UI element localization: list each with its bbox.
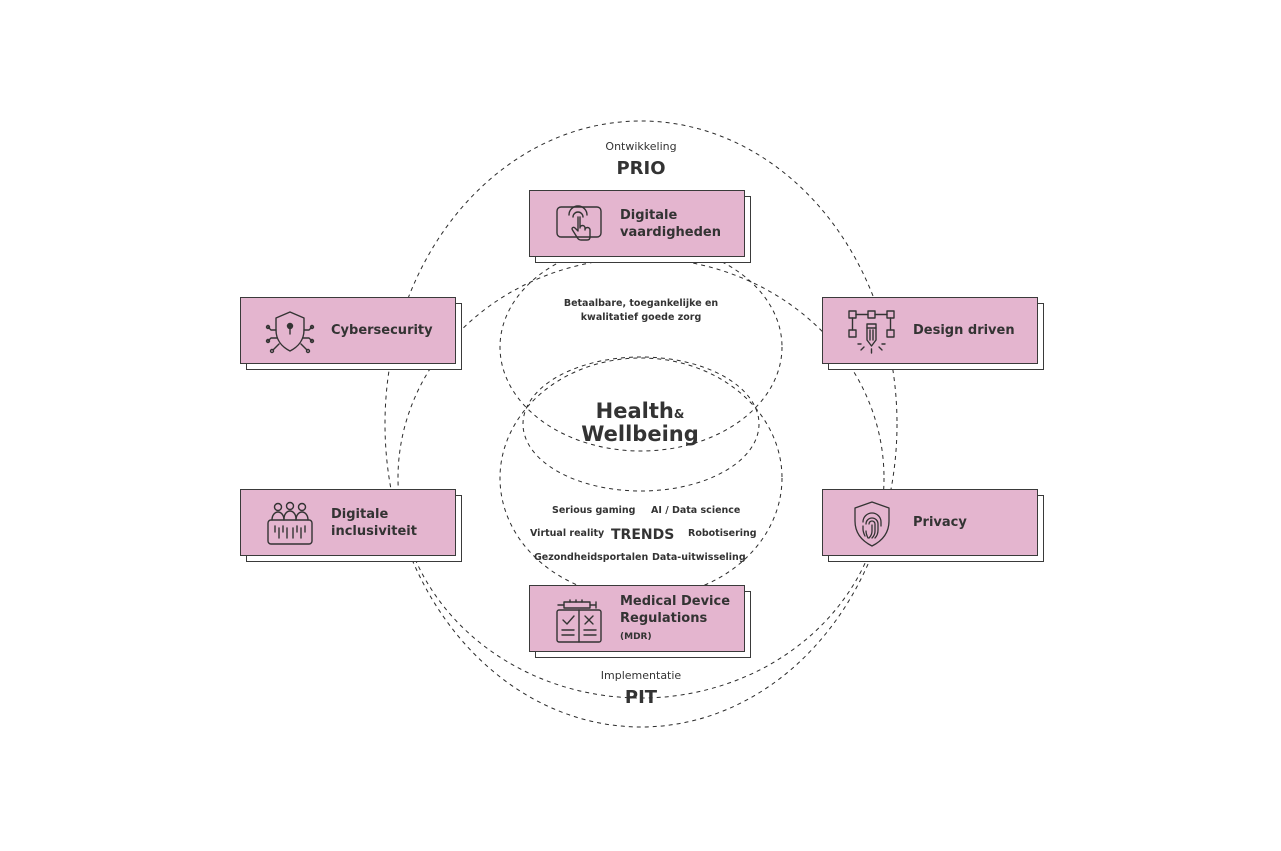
card-label: Cybersecurity bbox=[331, 298, 453, 365]
card-label: Medical Device Regulations (MDR) bbox=[620, 586, 742, 653]
card-line1: Cybersecurity bbox=[331, 323, 433, 339]
center-note-line2: kwalitatief goede zorg bbox=[580, 312, 702, 324]
core-word1: Health bbox=[595, 399, 674, 423]
card-line2: inclusiviteit bbox=[331, 523, 417, 539]
card-line1: Design driven bbox=[913, 323, 1015, 339]
card-privacy: Privacy bbox=[822, 489, 1044, 562]
card-front: Cybersecurity bbox=[240, 297, 456, 364]
fingerprint-shield-icon bbox=[847, 500, 897, 548]
center-note-line1: Betaalbare, toegankelijke en bbox=[563, 298, 719, 309]
card-sub: (MDR) bbox=[620, 631, 652, 642]
touch-screen-icon bbox=[554, 201, 604, 249]
card-digitale-vaardigheden: Digitale vaardigheden bbox=[529, 190, 751, 263]
card-line2: vaardigheden bbox=[620, 224, 721, 240]
card-front: Privacy bbox=[822, 489, 1038, 556]
core-word2: Wellbeing bbox=[581, 421, 699, 446]
bottom-title: PIT bbox=[624, 687, 658, 708]
trend-robotisering: Robotisering bbox=[688, 528, 757, 539]
card-front: Design driven bbox=[822, 297, 1038, 364]
trend-data-uitwisseling: Data-uitwisseling bbox=[652, 552, 746, 563]
checklist-syringe-icon bbox=[554, 596, 604, 644]
core-label: Health& Wellbeing bbox=[560, 400, 720, 445]
top-subtitle: Ontwikkeling bbox=[605, 140, 677, 153]
shield-lock-icon bbox=[265, 308, 315, 356]
card-digitale-inclusiviteit: Digitale inclusiviteit bbox=[240, 489, 462, 562]
card-line2: Regulations bbox=[620, 611, 708, 627]
people-group-icon bbox=[265, 500, 315, 548]
card-front: Digitale vaardigheden bbox=[529, 190, 745, 257]
trend-virtual-reality: Virtual reality bbox=[530, 528, 605, 539]
card-mdr: Medical Device Regulations (MDR) bbox=[529, 585, 751, 658]
card-front: Digitale inclusiviteit bbox=[240, 489, 456, 556]
core-amp: & bbox=[673, 407, 685, 421]
card-line1: Privacy bbox=[913, 515, 967, 531]
card-cybersecurity: Cybersecurity bbox=[240, 297, 462, 370]
card-front: Medical Device Regulations (MDR) bbox=[529, 585, 745, 652]
top-title: PRIO bbox=[616, 158, 666, 179]
card-design-driven: Design driven bbox=[822, 297, 1044, 370]
card-label: Design driven bbox=[913, 298, 1035, 365]
bottom-subtitle: Implementatie bbox=[600, 669, 682, 682]
card-line1: Medical Device bbox=[620, 594, 731, 610]
trends-title: TRENDS bbox=[611, 527, 675, 543]
card-label: Digitale vaardigheden bbox=[620, 191, 742, 258]
design-pen-icon bbox=[847, 308, 897, 356]
trend-serious-gaming: Serious gaming bbox=[552, 505, 636, 516]
card-label: Digitale inclusiviteit bbox=[331, 490, 453, 557]
trend-gezondheidsportalen: Gezondheidsportalen bbox=[534, 552, 649, 563]
card-line1: Digitale bbox=[620, 207, 678, 223]
card-line1: Digitale bbox=[331, 506, 389, 522]
card-label: Privacy bbox=[913, 490, 1035, 557]
trend-ai-data-science: AI / Data science bbox=[651, 505, 741, 516]
center-note: Betaalbare, toegankelijke en kwalitatief… bbox=[548, 297, 734, 326]
